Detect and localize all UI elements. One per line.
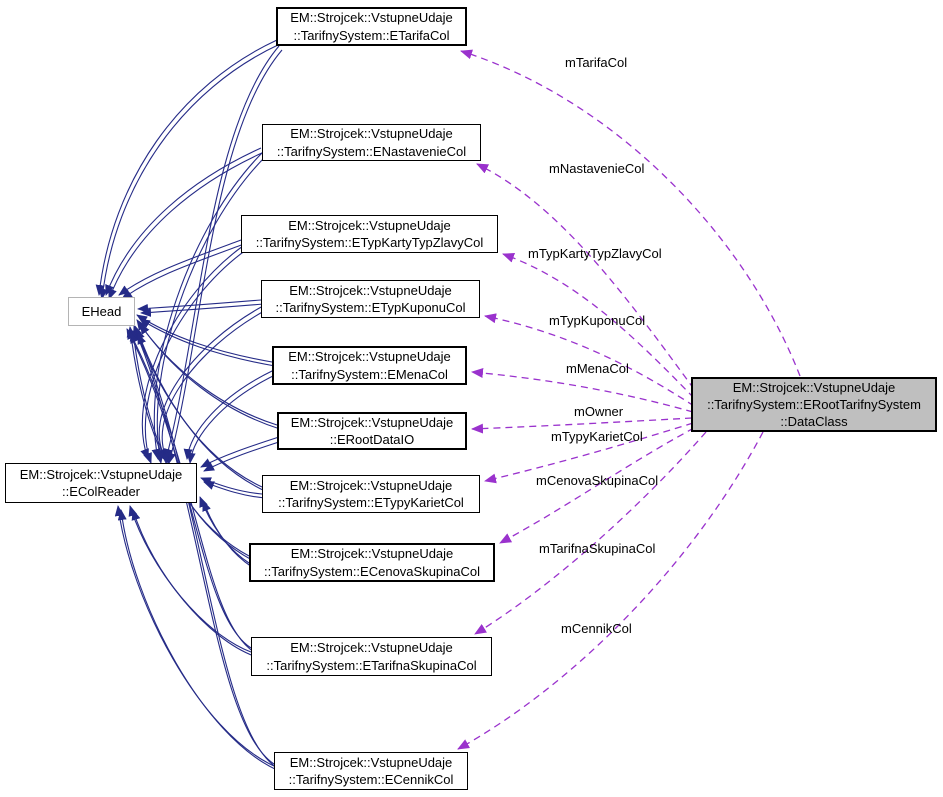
edge-label-mtypykarietcol: mTypyKarietCol	[551, 429, 643, 444]
inheritance-edge	[118, 239, 242, 296]
class-name-line: EM::Strojcek::VstupneUdaje	[290, 414, 454, 430]
edge-label-mtarifnaskupinacol: mTarifnaSkupinaCol	[539, 541, 656, 556]
class-name-line: EM::Strojcek::VstupneUdaje	[19, 466, 183, 482]
inheritance-edge	[140, 245, 244, 460]
class-name-line: EM::Strojcek::VstupneUdaje	[289, 477, 453, 493]
class-node-erootdataio[interactable]: EM::Strojcek::VstupneUdaje ::ERootDataIO	[277, 412, 467, 450]
class-name-line: ::TarifnySystem::ECenovaSkupinaCol	[263, 563, 481, 579]
inheritance-edge	[200, 477, 263, 495]
inheritance-edge	[128, 505, 252, 653]
class-name-line: ::ERootDataIO	[329, 432, 415, 447]
class-name-line: ::TarifnySystem::ETypyKarietCol	[278, 495, 464, 510]
edge-label-mnastaveniecol: mNastavenieCol	[549, 161, 645, 176]
inheritance-edge	[139, 318, 276, 367]
class-name-line: EM::Strojcek::VstupneUdaje	[290, 640, 453, 656]
class-node-ehead[interactable]: EHead	[68, 297, 135, 326]
class-name-line: EHead	[81, 303, 122, 319]
class-name-line: EM::Strojcek::VstupneUdaje	[288, 349, 451, 365]
inheritance-edge	[199, 496, 250, 564]
usage-edge-mCennikCol	[457, 431, 764, 750]
class-name-line: EM::Strojcek::VstupneUdaje	[732, 379, 896, 395]
inheritance-edge	[129, 332, 255, 653]
usage-edge-mTypKuponuCol	[484, 313, 695, 407]
inheritance-edge	[143, 249, 247, 464]
class-name-line: EM::Strojcek::VstupneUdaje	[290, 126, 453, 142]
inheritance-edge	[117, 509, 278, 771]
usage-edge-mTypyKarietCol	[484, 422, 694, 484]
class-name-line: ::DataClass	[780, 414, 848, 430]
edge-label-mtypkuponucol: mTypKuponuCol	[549, 313, 646, 328]
inheritance-edge	[137, 333, 278, 769]
inheritance-edge	[157, 305, 264, 460]
class-name-line: EM::Strojcek::VstupneUdaje	[289, 282, 452, 298]
edge-label-mtypkartytypzlavycol: mTypKartyTypZlavyCol	[528, 246, 662, 261]
class-name-line: ::TarifnySystem::ERootTarifnySystem	[707, 396, 921, 412]
inheritance-edge	[136, 328, 266, 492]
usage-edge-mOwner	[471, 417, 693, 434]
class-name-line: ::TarifnySystem::ETarifaCol	[293, 27, 450, 43]
inheritance-edge	[203, 440, 283, 472]
class-name-line: ::TarifnySystem::ENastavenieCol	[276, 143, 467, 159]
class-node-enastaveniecol[interactable]: EM::Strojcek::VstupneUdaje ::TarifnySyst…	[262, 124, 481, 161]
class-name-line: EM::Strojcek::VstupneUdaje	[289, 754, 453, 770]
usage-edge-mTarifaCol	[460, 49, 801, 377]
class-node-etypykarietcol[interactable]: EM::Strojcek::VstupneUdaje ::TarifnySyst…	[262, 475, 480, 513]
class-name-line: ::EColReader	[61, 484, 141, 499]
class-node-ecolreader[interactable]: EM::Strojcek::VstupneUdaje ::EColReader	[5, 463, 197, 503]
inheritance-edge	[131, 509, 255, 657]
inheritance-edge	[167, 49, 283, 464]
inheritance-edge	[200, 436, 280, 468]
class-name-line: EM::Strojcek::VstupneUdaje	[290, 546, 454, 562]
inheritance-edge	[202, 500, 253, 568]
class-node-etypkartytypzlavycol[interactable]: EM::Strojcek::VstupneUdaje ::TarifnySyst…	[241, 215, 498, 253]
inheritance-edge	[160, 309, 267, 464]
edge-label-mowner: mOwner	[574, 404, 624, 419]
inheritance-edge	[140, 303, 265, 317]
inheritance-edge	[134, 329, 275, 765]
class-name-line: EM::Strojcek::VstupneUdaje	[288, 217, 451, 233]
inheritance-edge	[154, 155, 267, 464]
inheritance-edge	[151, 151, 264, 460]
class-node-etarifacol[interactable]: EM::Strojcek::VstupneUdaje ::TarifnySyst…	[276, 7, 467, 46]
class-name-line: ::TarifnySystem::ETypKartyTypZlavyCol	[255, 235, 484, 250]
edge-label-mcenovaskupinacol: mCenovaSkupinaCol	[536, 473, 659, 488]
usage-edges	[457, 49, 801, 750]
class-name-line: ::TarifnySystem::EMenaCol	[291, 366, 448, 382]
class-name-line: EM::Strojcek::VstupneUdaje	[290, 10, 453, 26]
inheritance-edge	[139, 323, 281, 430]
inheritance-edge	[186, 373, 278, 464]
edge-label-mmenacol: mMenaCol	[566, 361, 629, 376]
inheritance-edge	[98, 43, 281, 300]
class-name-line: ::TarifnySystem::ETarifnaSkupinaCol	[266, 657, 477, 673]
inheritance-edge	[95, 39, 278, 296]
inheritance-edge	[105, 147, 262, 296]
class-node-etarifnaskupinacol[interactable]: EM::Strojcek::VstupneUdaje ::TarifnySyst…	[251, 637, 492, 676]
inheritance-edge	[108, 151, 265, 300]
class-node-dataclass-selected: EM::Strojcek::VstupneUdaje ::TarifnySyst…	[691, 377, 937, 432]
class-name-line: ::TarifnySystem::ECennikCol	[288, 772, 454, 787]
class-node-ecennikcol[interactable]: EM::Strojcek::VstupneUdaje ::TarifnySyst…	[274, 752, 468, 790]
class-node-ecenovaskupinacol[interactable]: EM::Strojcek::VstupneUdaje ::TarifnySyst…	[249, 543, 495, 582]
inheritance-edges	[95, 39, 283, 771]
usage-edge-mNastavenieCol	[476, 163, 695, 390]
class-name-line: ::TarifnySystem::ETypKuponuCol	[275, 300, 466, 315]
inheritance-edge	[121, 243, 245, 300]
class-node-emenacol[interactable]: EM::Strojcek::VstupneUdaje ::TarifnySyst…	[272, 346, 467, 385]
usage-edge-mMenaCol	[471, 368, 694, 413]
class-node-etypkuponucol[interactable]: EM::Strojcek::VstupneUdaje ::TarifnySyst…	[261, 280, 480, 318]
usage-edge-mTarifnaSkupinaCol	[474, 431, 707, 635]
inheritance-edge	[183, 369, 275, 460]
edge-label-mtarifacol: mTarifaCol	[565, 55, 628, 70]
inheritance-edge	[203, 481, 266, 499]
usage-edge-mCenovaSkupinaCol	[499, 427, 695, 544]
edge-label-mcennikcol: mCennikCol	[561, 621, 632, 636]
